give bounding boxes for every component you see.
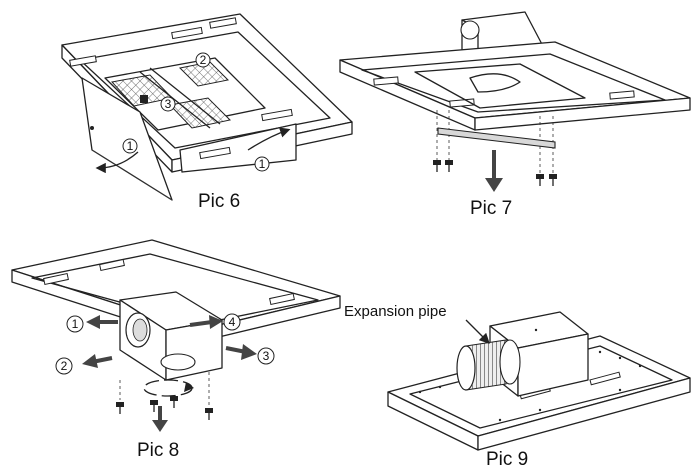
pic8-down-arrow: [152, 420, 168, 432]
pic7-figure: [339, 11, 691, 192]
pic9-expansion-pipe-label: Expansion pipe: [344, 303, 447, 320]
pic6-step-d-marker: [254, 156, 270, 172]
pic8-step-d: 4: [229, 315, 236, 329]
pic8-step-c: 3: [263, 349, 270, 363]
pic6-step-a: 1: [127, 139, 134, 153]
pic6-step-c-marker: [160, 96, 176, 112]
pic6-step-b: 2: [200, 53, 207, 67]
pic6-step-d: 1: [259, 157, 266, 171]
pic7-down-arrow: [485, 178, 503, 192]
pic8-step-a-marker: [66, 315, 84, 333]
pic6-arrow-right: [247, 127, 291, 151]
pic8-caption: Pic 8: [137, 440, 180, 461]
pic6-arrow-left: [95, 151, 139, 174]
pic7-caption: Pic 7: [470, 198, 513, 219]
pic9-caption: Pic 9: [486, 449, 529, 470]
pic9-label-leader: [465, 319, 490, 344]
pic8-figure: 1 2 3 4: [11, 239, 341, 432]
pic6-figure: 1 2 3 1: [61, 13, 353, 201]
pic6-caption: Pic 6: [198, 191, 241, 212]
pic7-rail-bracket: [437, 127, 556, 149]
pic8-step-d-marker: [223, 313, 241, 331]
pic6-step-c: 3: [165, 97, 172, 111]
pic6-step-a-marker: [122, 138, 138, 154]
pic8-step-b: 2: [61, 359, 68, 373]
pic8-step-b-marker: [55, 357, 73, 375]
pic8-step-c-marker: [257, 347, 275, 365]
pic9-figure: Expansion pipe: [344, 303, 691, 451]
pic6-step-b-marker: [195, 52, 211, 68]
pic8-step-a: 1: [72, 317, 79, 331]
pic7-screws: [433, 160, 557, 186]
pic9-expansion-pipe: [456, 339, 521, 391]
pic8-screws: [116, 396, 213, 420]
